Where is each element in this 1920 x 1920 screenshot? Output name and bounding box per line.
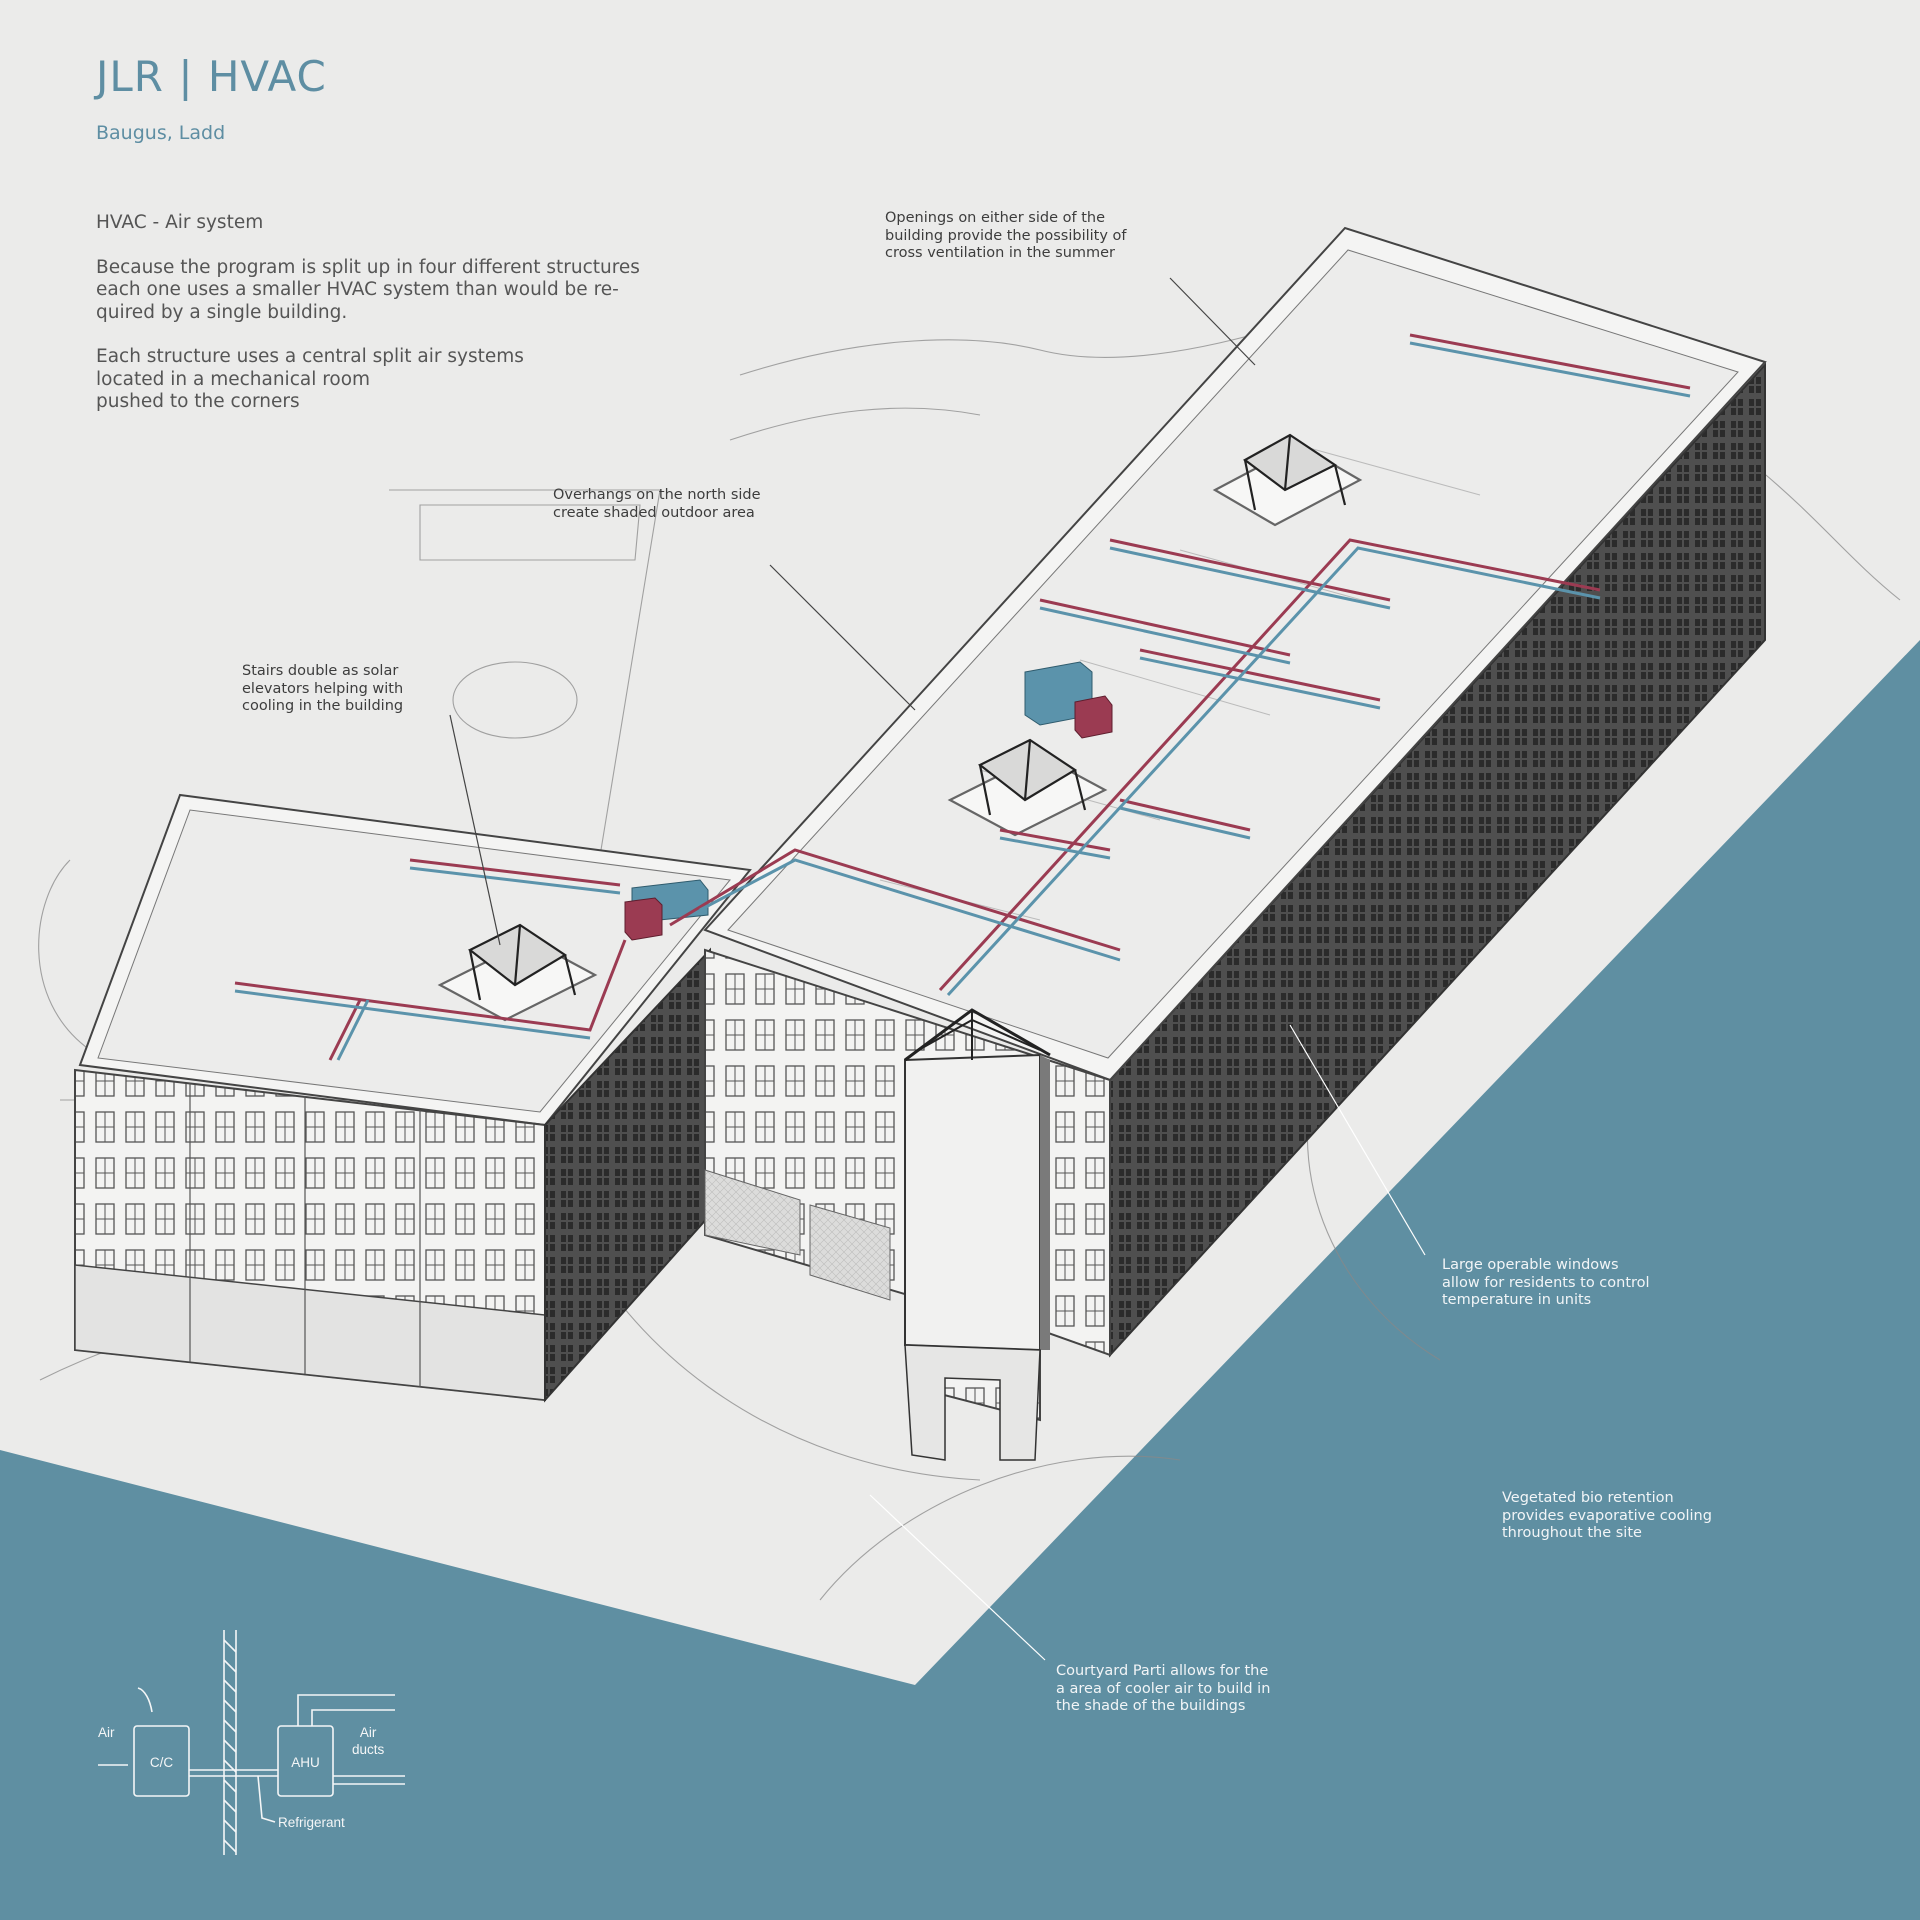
- intro-text-block: HVAC - Air system Because the program is…: [96, 212, 696, 436]
- leader-lines: [449, 277, 1426, 1661]
- authors-subtitle: Baugus, Ladd: [96, 122, 226, 144]
- long-building: [703, 226, 1767, 1358]
- intro-paragraph-2: Each structure uses a central split air …: [96, 346, 524, 412]
- schematic-air-label: Air: [98, 1725, 115, 1740]
- annotation-stairs: Stairs double as solar elevators helping…: [242, 663, 404, 714]
- annotation-courtyard: Courtyard Parti allows for the a area of…: [1056, 1663, 1271, 1714]
- stair-tower: [904, 1008, 1051, 1461]
- schematic-ahu-label: AHU: [291, 1755, 320, 1770]
- annotation-windows: Large operable windows allow for residen…: [1442, 1257, 1650, 1308]
- page-title: JLR | HVAC: [96, 52, 327, 101]
- duct-runs: [234, 333, 1691, 1061]
- annotation-openings: Openings on either side of the building …: [885, 210, 1127, 261]
- intro-heading: HVAC - Air system: [96, 212, 264, 233]
- ground-plane-blue: [0, 640, 1920, 1920]
- schematic-ducts-label: Air ducts: [352, 1725, 385, 1757]
- split-system-schematic: [98, 1630, 405, 1855]
- mechanical-units: [624, 661, 1113, 941]
- annotation-bio-retention: Vegetated bio retention provides evapora…: [1502, 1490, 1712, 1541]
- schematic-refrigerant-label: Refrigerant: [278, 1815, 345, 1830]
- annotation-overhangs: Overhangs on the north side create shade…: [553, 487, 761, 521]
- schematic-cc-label: C/C: [149, 1755, 174, 1770]
- skylights: [437, 433, 1363, 1022]
- intro-paragraph-1: Because the program is split up in four …: [96, 256, 640, 323]
